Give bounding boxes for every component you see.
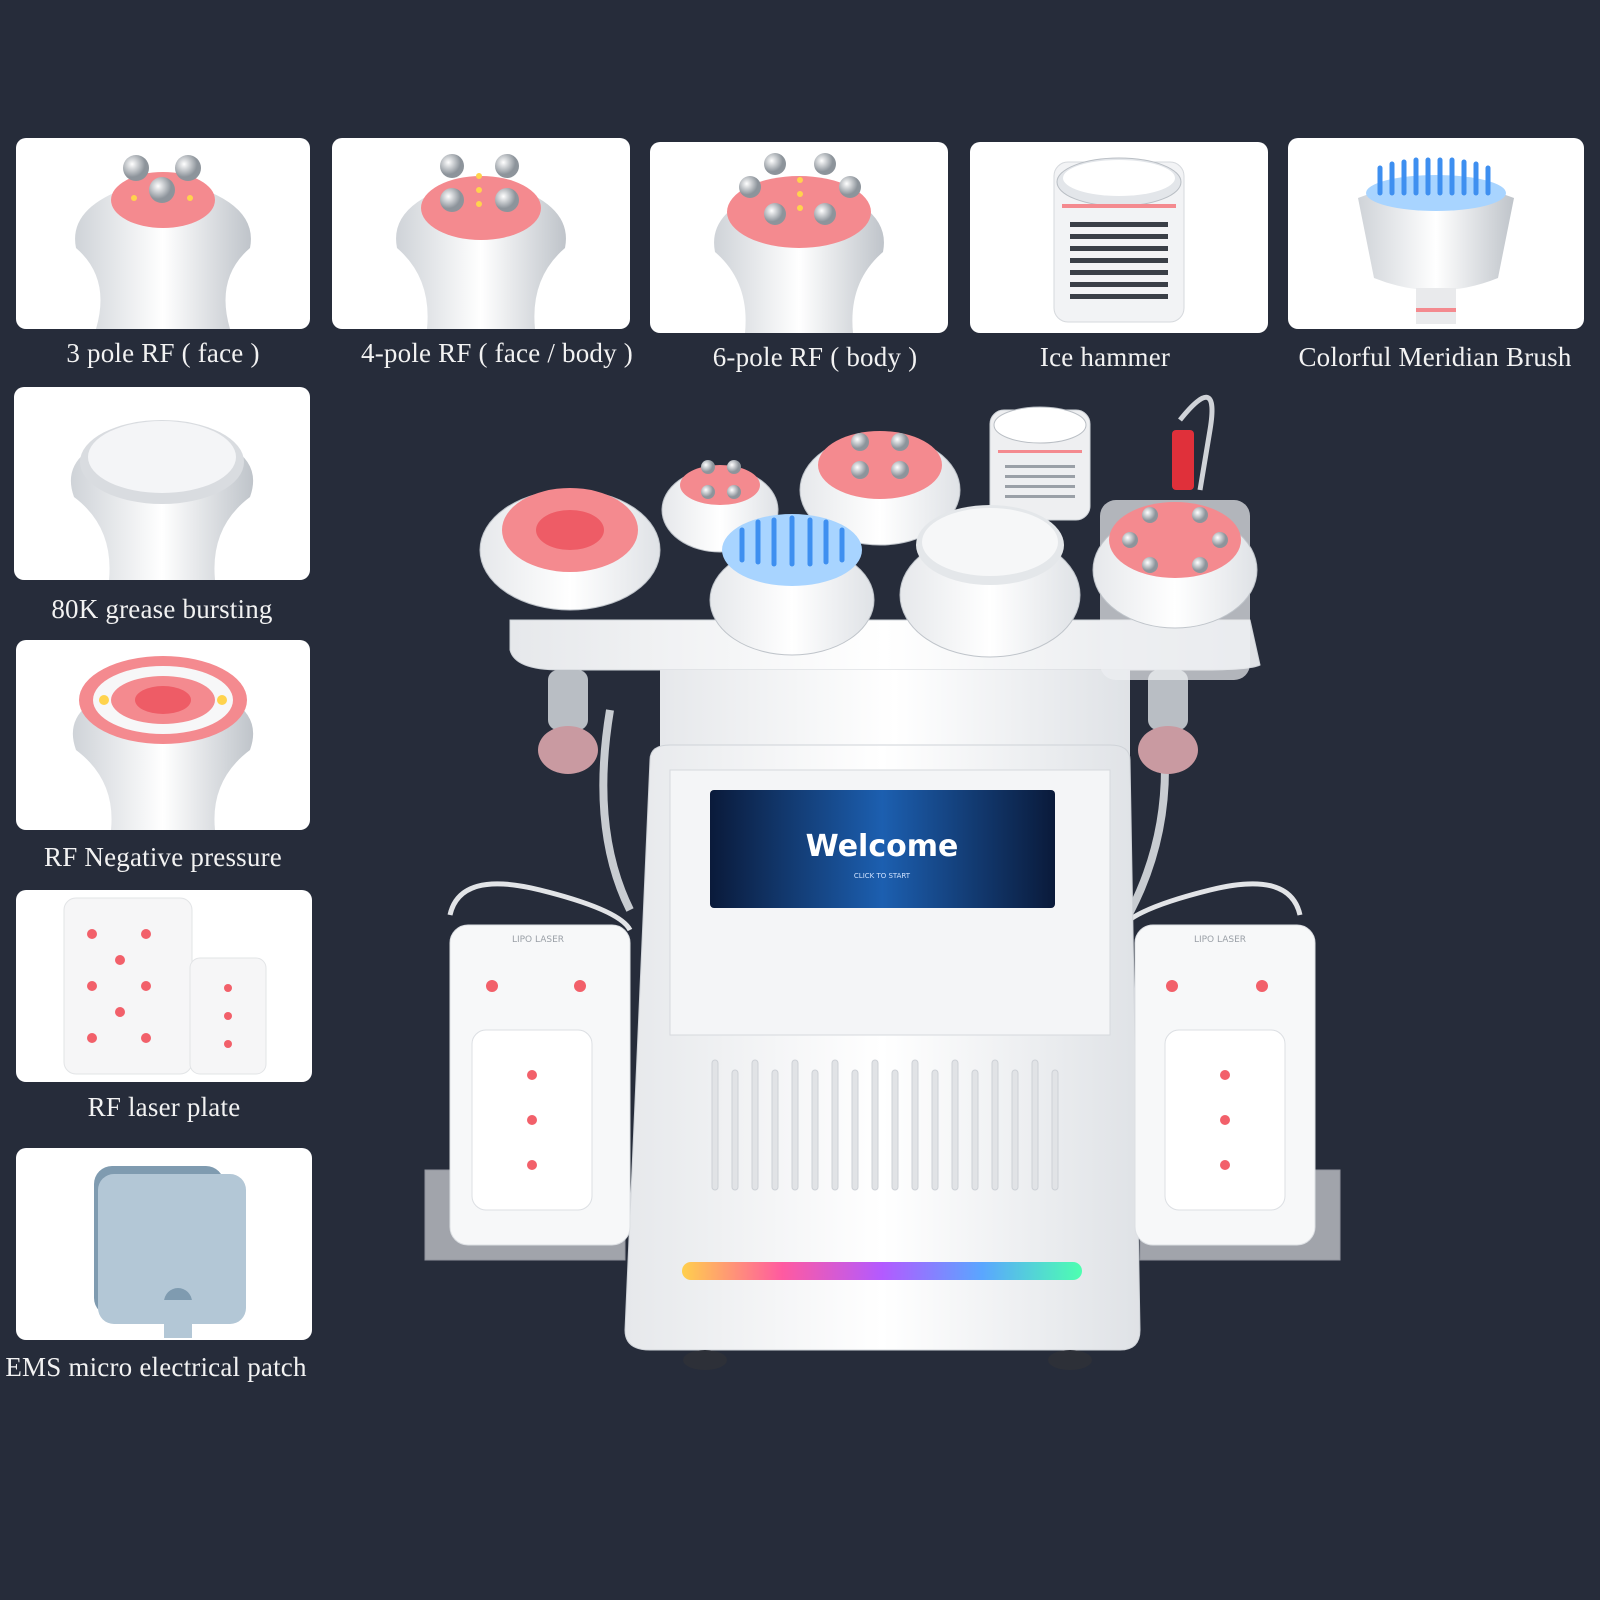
ems-patch-icon [94,1166,246,1338]
three-pole-rf-head-icon [75,155,251,329]
machine-illustration: Welcome CLICK TO START LIPO LA [424,395,1341,1370]
screen-subtext: CLICK TO START [854,872,911,880]
left-pad-label: LIPO LASER [512,935,564,945]
right-pad-label: LIPO LASER [1194,935,1246,945]
slimming-machine-image: Welcome CLICK TO START LIPO LA [420,370,1370,1400]
accessory-label: Colorful Meridian Brush [1298,342,1572,372]
accessory-label: EMS micro electrical patch [5,1352,307,1382]
accessory-card-meridian-brush [1288,138,1584,329]
cavitation-head-icon [70,420,254,580]
accessory-card-rf-laser-plate [16,890,312,1082]
accessory-label: 80K grease bursting [51,594,273,624]
accessory-label: 6-pole RF ( body ) [712,342,918,372]
accessory-label: 3 pole RF ( face ) [66,338,260,368]
accessory-card-ice-hammer [970,142,1268,333]
four-pole-rf-head-icon [396,154,566,329]
accessory-label: RF Negative pressure [44,842,282,872]
accessory-card-rf-negative-pressure [16,640,310,830]
screen-welcome-text: Welcome [806,829,959,864]
meridian-brush-icon [1358,157,1514,324]
machine-screen [710,790,1055,908]
accessory-card-4-pole-rf [332,138,630,329]
rgb-light-bar [682,1262,1082,1280]
six-pole-rf-head-icon [714,153,884,333]
accessory-card-80k-cavitation [14,387,310,580]
accessory-card-ems-patch [16,1148,312,1340]
accessory-label: Ice hammer [1039,342,1171,372]
accessory-label: 4-pole RF ( face / body ) [361,338,633,368]
accessory-label: RF laser plate [87,1092,241,1122]
vacuum-rf-head-icon [72,656,254,830]
accessory-card-6-pole-rf [650,142,948,333]
laser-plate-icon [63,897,267,1075]
accessory-card-3-pole-rf [16,138,310,329]
ice-hammer-icon [1053,157,1185,323]
